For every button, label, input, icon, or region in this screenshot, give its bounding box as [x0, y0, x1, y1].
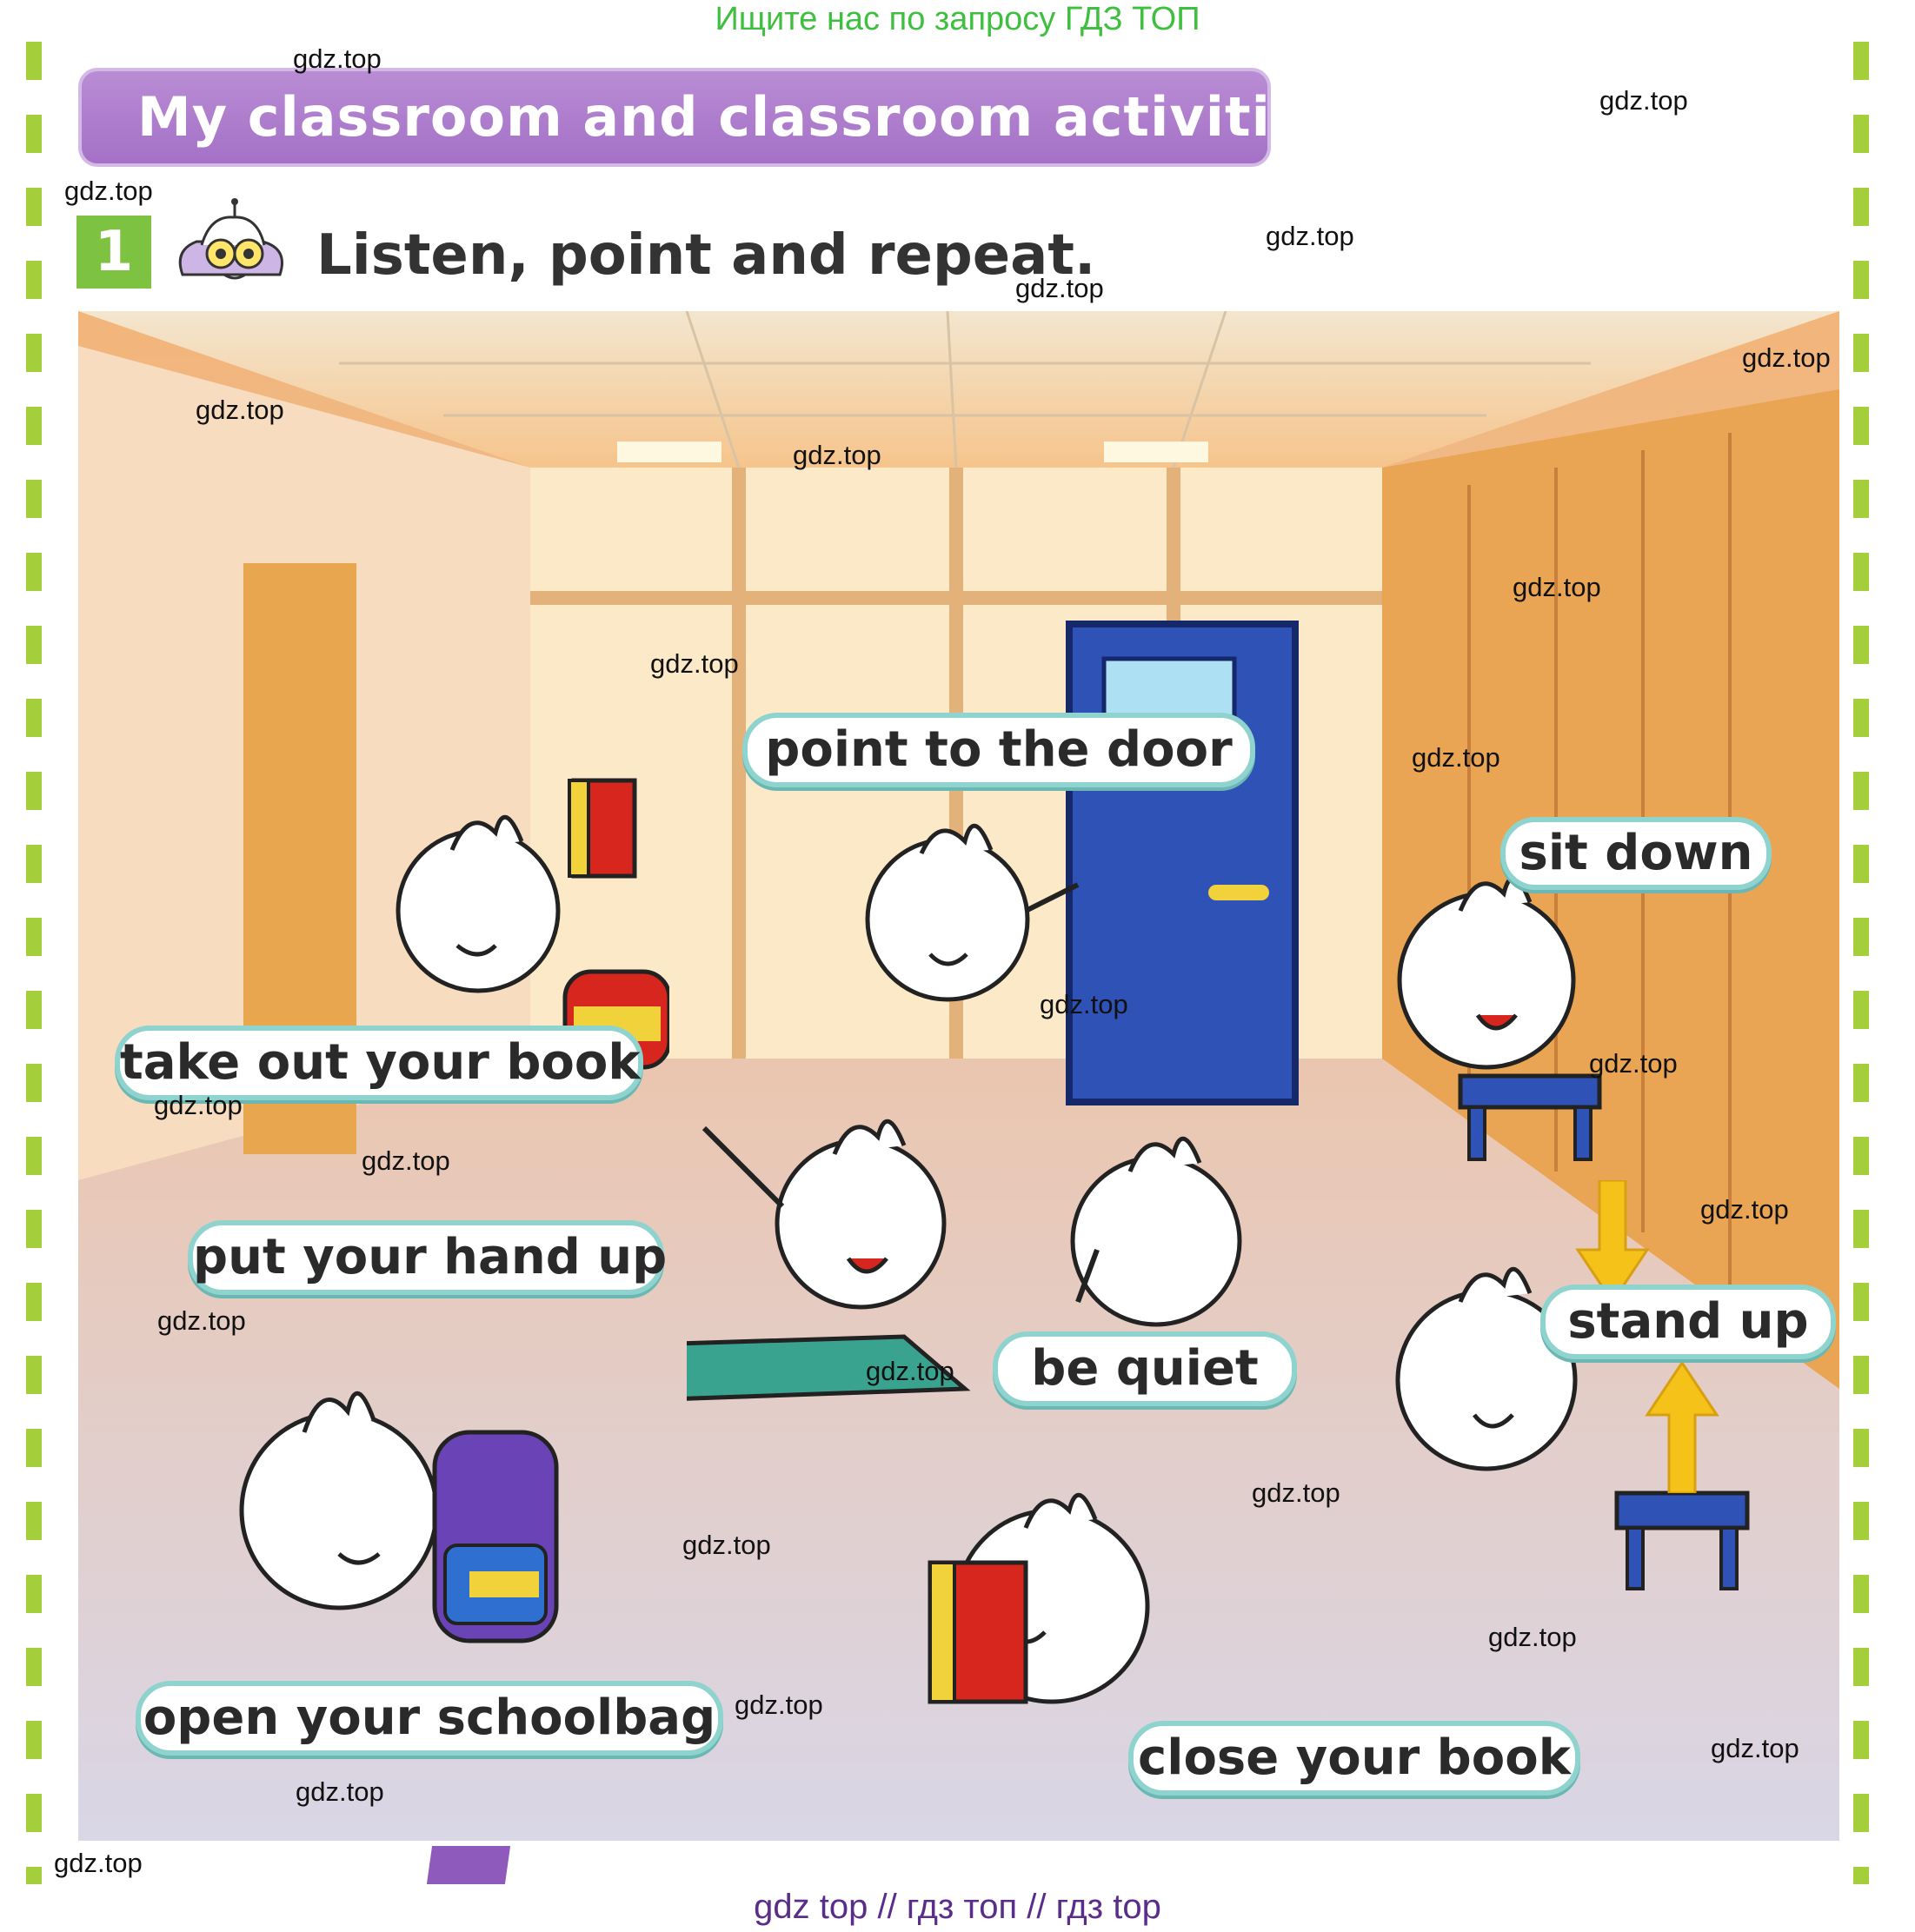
watermark: gdz.top — [650, 648, 739, 679]
arrow-down-icon — [1575, 1180, 1650, 1302]
phrase-sit-down: sit down — [1500, 817, 1772, 890]
character-stand-up — [1395, 1266, 1750, 1590]
watermark: gdz.top — [293, 43, 382, 74]
watermark: gdz.top — [362, 1145, 450, 1176]
watermark: gdz.top — [54, 1848, 143, 1878]
phrase-take-out-your-book: take out your book — [115, 1026, 643, 1100]
watermark: gdz.top — [1015, 273, 1104, 303]
top-banner: Ищите нас по запросу ГДЗ ТОП — [715, 1, 1200, 37]
watermark: gdz.top — [1589, 1048, 1678, 1079]
left-border-decoration — [26, 42, 42, 1884]
watermark: gdz.top — [1488, 1622, 1577, 1652]
arrow-up-icon — [1645, 1363, 1719, 1493]
phrase-point-to-the-door: point to the door — [742, 713, 1255, 787]
character-put-hand-up — [687, 1119, 971, 1401]
phrase-stand-up: stand up — [1540, 1285, 1836, 1359]
exercise-number: 1 — [76, 216, 151, 289]
phrase-open-your-schoolbag: open your schoolbag — [136, 1681, 723, 1756]
watermark: gdz.top — [1266, 221, 1354, 251]
character-be-quiet — [1070, 1136, 1242, 1327]
watermark: gdz.top — [1040, 989, 1128, 1019]
watermark: gdz.top — [735, 1690, 823, 1720]
watermark: gdz.top — [1252, 1477, 1340, 1508]
exercise-instruction: Listen, point and repeat. — [316, 223, 1096, 288]
character-close-book — [928, 1492, 1150, 1704]
footer-watermark: gdz top // гдз топ // гдз top — [754, 1888, 1161, 1926]
phrase-be-quiet: be quiet — [993, 1331, 1297, 1406]
watermark: gdz.top — [196, 395, 284, 425]
watermark: gdz.top — [866, 1356, 954, 1386]
lesson-title-bar: My classroom and classroom activities — [78, 68, 1340, 167]
watermark: gdz.top — [64, 176, 153, 206]
phrase-put-your-hand-up: put your hand up — [188, 1220, 667, 1295]
character-point-to-door — [865, 823, 1080, 1002]
watermark: gdz.top — [682, 1530, 771, 1560]
watermark: gdz.top — [1412, 742, 1500, 773]
page-number-tab — [426, 1846, 511, 1884]
robot-mascot-icon — [167, 198, 297, 295]
phrase-close-your-book: close your book — [1128, 1721, 1580, 1796]
watermark: gdz.top — [793, 440, 881, 470]
watermark: gdz.top — [154, 1090, 243, 1120]
watermark: gdz.top — [1742, 342, 1831, 373]
watermark: gdz.top — [296, 1776, 384, 1807]
watermark: gdz.top — [1711, 1733, 1799, 1763]
character-open-schoolbag — [239, 1391, 559, 1643]
right-border-decoration — [1853, 42, 1869, 1884]
lesson-title: My classroom and classroom activities — [137, 85, 1341, 149]
watermark: gdz.top — [157, 1305, 246, 1336]
watermark: gdz.top — [1599, 85, 1688, 116]
character-sit-down — [1397, 875, 1602, 1161]
watermark: gdz.top — [1513, 572, 1601, 602]
watermark: gdz.top — [1700, 1194, 1789, 1225]
classroom-illustration: point to the door sit down take out your… — [78, 311, 1839, 1841]
